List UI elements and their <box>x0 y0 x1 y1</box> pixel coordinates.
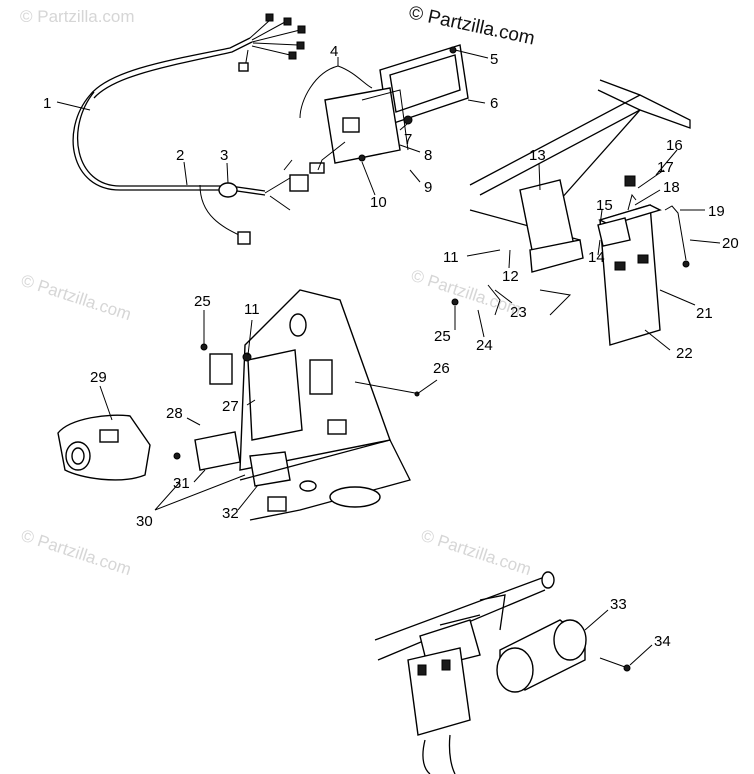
callout-27: 27 <box>222 398 239 415</box>
callout-34: 34 <box>654 633 671 650</box>
callout-6: 6 <box>490 95 498 112</box>
callout-16: 16 <box>666 137 683 154</box>
callout-8: 8 <box>424 147 432 164</box>
battery-frame-assembly <box>451 79 691 346</box>
callout-5: 5 <box>490 51 498 68</box>
watermark: © Partzilla.com <box>419 526 534 579</box>
callout-15: 15 <box>596 197 613 214</box>
callout-22: 22 <box>676 345 693 362</box>
callout-10: 10 <box>370 194 387 211</box>
callout-7: 7 <box>404 131 412 148</box>
part-29-unit <box>57 414 151 481</box>
callout-18: 18 <box>663 179 680 196</box>
starter-assembly <box>374 571 631 774</box>
callout-25-left: 25 <box>194 293 211 310</box>
callout-26: 26 <box>433 360 450 377</box>
tail-light-assembly <box>317 44 469 171</box>
callout-14: 14 <box>588 249 605 266</box>
callout-11-lower: 11 <box>244 301 260 318</box>
callout-2: 2 <box>176 147 184 164</box>
callout-17: 17 <box>657 159 674 176</box>
wiring-harness <box>72 13 325 245</box>
callout-23: 23 <box>510 304 527 321</box>
callout-9: 9 <box>424 179 432 196</box>
callout-31: 31 <box>173 475 190 492</box>
callout-labels: 1 2 3 4 5 6 7 8 9 10 11 11 12 13 14 15 1… <box>43 43 739 650</box>
callout-24: 24 <box>476 337 493 354</box>
watermark-main: © Partzilla.com <box>407 2 537 49</box>
callout-13: 13 <box>529 147 546 164</box>
callout-3: 3 <box>220 147 228 164</box>
callout-21: 21 <box>696 305 713 322</box>
callout-20: 20 <box>722 235 739 252</box>
callout-1: 1 <box>43 95 51 112</box>
mounting-panel-assembly <box>173 289 420 521</box>
callout-33: 33 <box>610 596 627 613</box>
callout-28: 28 <box>166 405 183 422</box>
callout-29: 29 <box>90 369 107 386</box>
callout-4: 4 <box>330 43 338 60</box>
watermark: © Partzilla.com <box>19 271 134 324</box>
callout-32: 32 <box>222 505 239 522</box>
watermark: © Partzilla.com <box>20 7 135 26</box>
callout-19: 19 <box>708 203 725 220</box>
callout-25-right: 25 <box>434 328 451 345</box>
callout-30: 30 <box>136 513 153 530</box>
callout-12: 12 <box>502 268 519 285</box>
callout-11-upper: 11 <box>443 249 459 266</box>
watermark: © Partzilla.com <box>19 526 134 579</box>
leader-lines <box>56 49 721 666</box>
